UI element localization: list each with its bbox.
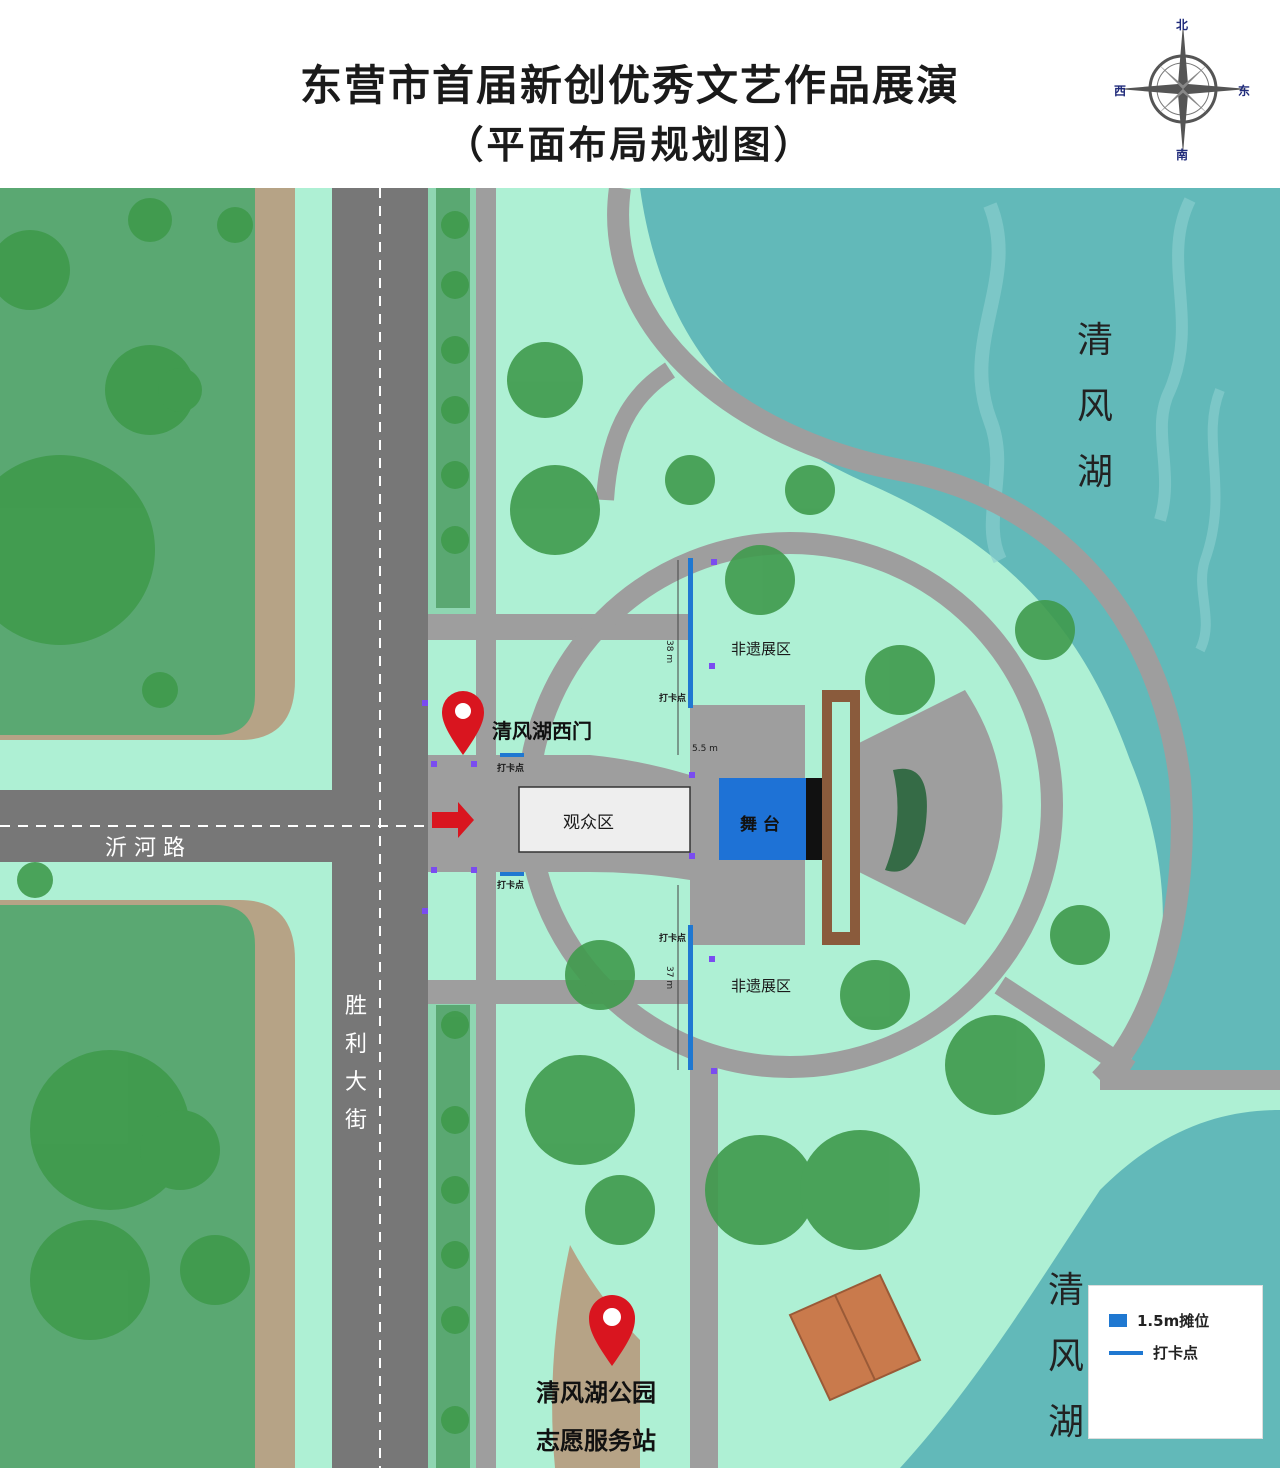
booth-row-north xyxy=(688,558,693,708)
checkin-label-gate-north: 打卡点 xyxy=(497,764,525,774)
exhibit-zone-north-label: 非遗展区 xyxy=(731,640,792,658)
header: 东营市首届新创优秀文艺作品展演 （平面布局规划图） 北 南 东 西 xyxy=(0,0,1280,188)
map-title: 东营市首届新创优秀文艺作品展演 xyxy=(299,61,960,110)
stage xyxy=(719,778,806,860)
site-map: 沂 河 路 胜 利 大 街 清风湖西门 清风湖公园 志愿服务站 清 风 湖 清 … xyxy=(0,188,1280,1468)
west-gate-label: 清风湖西门 xyxy=(492,719,592,743)
map-subtitle: （平面布局规划图） xyxy=(445,123,815,167)
road-yihe xyxy=(0,790,428,862)
checkin-swatch-icon xyxy=(1109,1350,1143,1355)
compass-west: 西 xyxy=(1114,84,1127,98)
dimension-south: 37 m xyxy=(664,966,674,990)
volunteer-station-pin-icon xyxy=(589,1295,635,1366)
audience-area xyxy=(518,786,691,853)
map-legend: 1.5m摊位 打卡点 xyxy=(1088,1285,1263,1439)
exhibit-zone-south-label: 非遗展区 xyxy=(731,977,792,995)
checkin-label-gate-south: 打卡点 xyxy=(497,881,525,891)
checkin-label-north: 打卡点 xyxy=(659,694,687,704)
compass-north: 北 xyxy=(1176,18,1189,32)
lake-label-south: 清 风 湖 xyxy=(1047,1270,1084,1443)
dimension-gap: 5.5 m xyxy=(692,744,718,754)
entrance-arrow-icon xyxy=(432,802,474,838)
compass-rose-icon: 北 南 东 西 xyxy=(1110,12,1260,162)
road-label-yihe: 沂 河 路 xyxy=(105,836,185,861)
lake-label-north: 清 风 湖 xyxy=(1076,320,1113,493)
checkin-label-south: 打卡点 xyxy=(659,934,687,944)
volunteer-station-label-1: 清风湖公园 xyxy=(536,1379,656,1407)
legend-checkin: 打卡点 xyxy=(1109,1342,1198,1363)
lake-north xyxy=(640,188,1280,1080)
audience-area-label: 观众区 xyxy=(563,813,614,833)
stage-label: 舞 台 xyxy=(740,815,780,835)
dimension-north: 38 m xyxy=(664,640,674,664)
volunteer-station-label-2: 志愿服务站 xyxy=(536,1427,656,1455)
compass-south: 南 xyxy=(1176,148,1189,162)
booth-swatch-icon xyxy=(1109,1314,1127,1327)
compass-east: 东 xyxy=(1238,84,1251,98)
road-label-shengli: 胜 利 大 街 xyxy=(344,994,367,1133)
legend-booth: 1.5m摊位 xyxy=(1109,1310,1209,1331)
west-gate-pin-icon xyxy=(442,691,484,755)
booth-row-south xyxy=(688,925,693,1070)
